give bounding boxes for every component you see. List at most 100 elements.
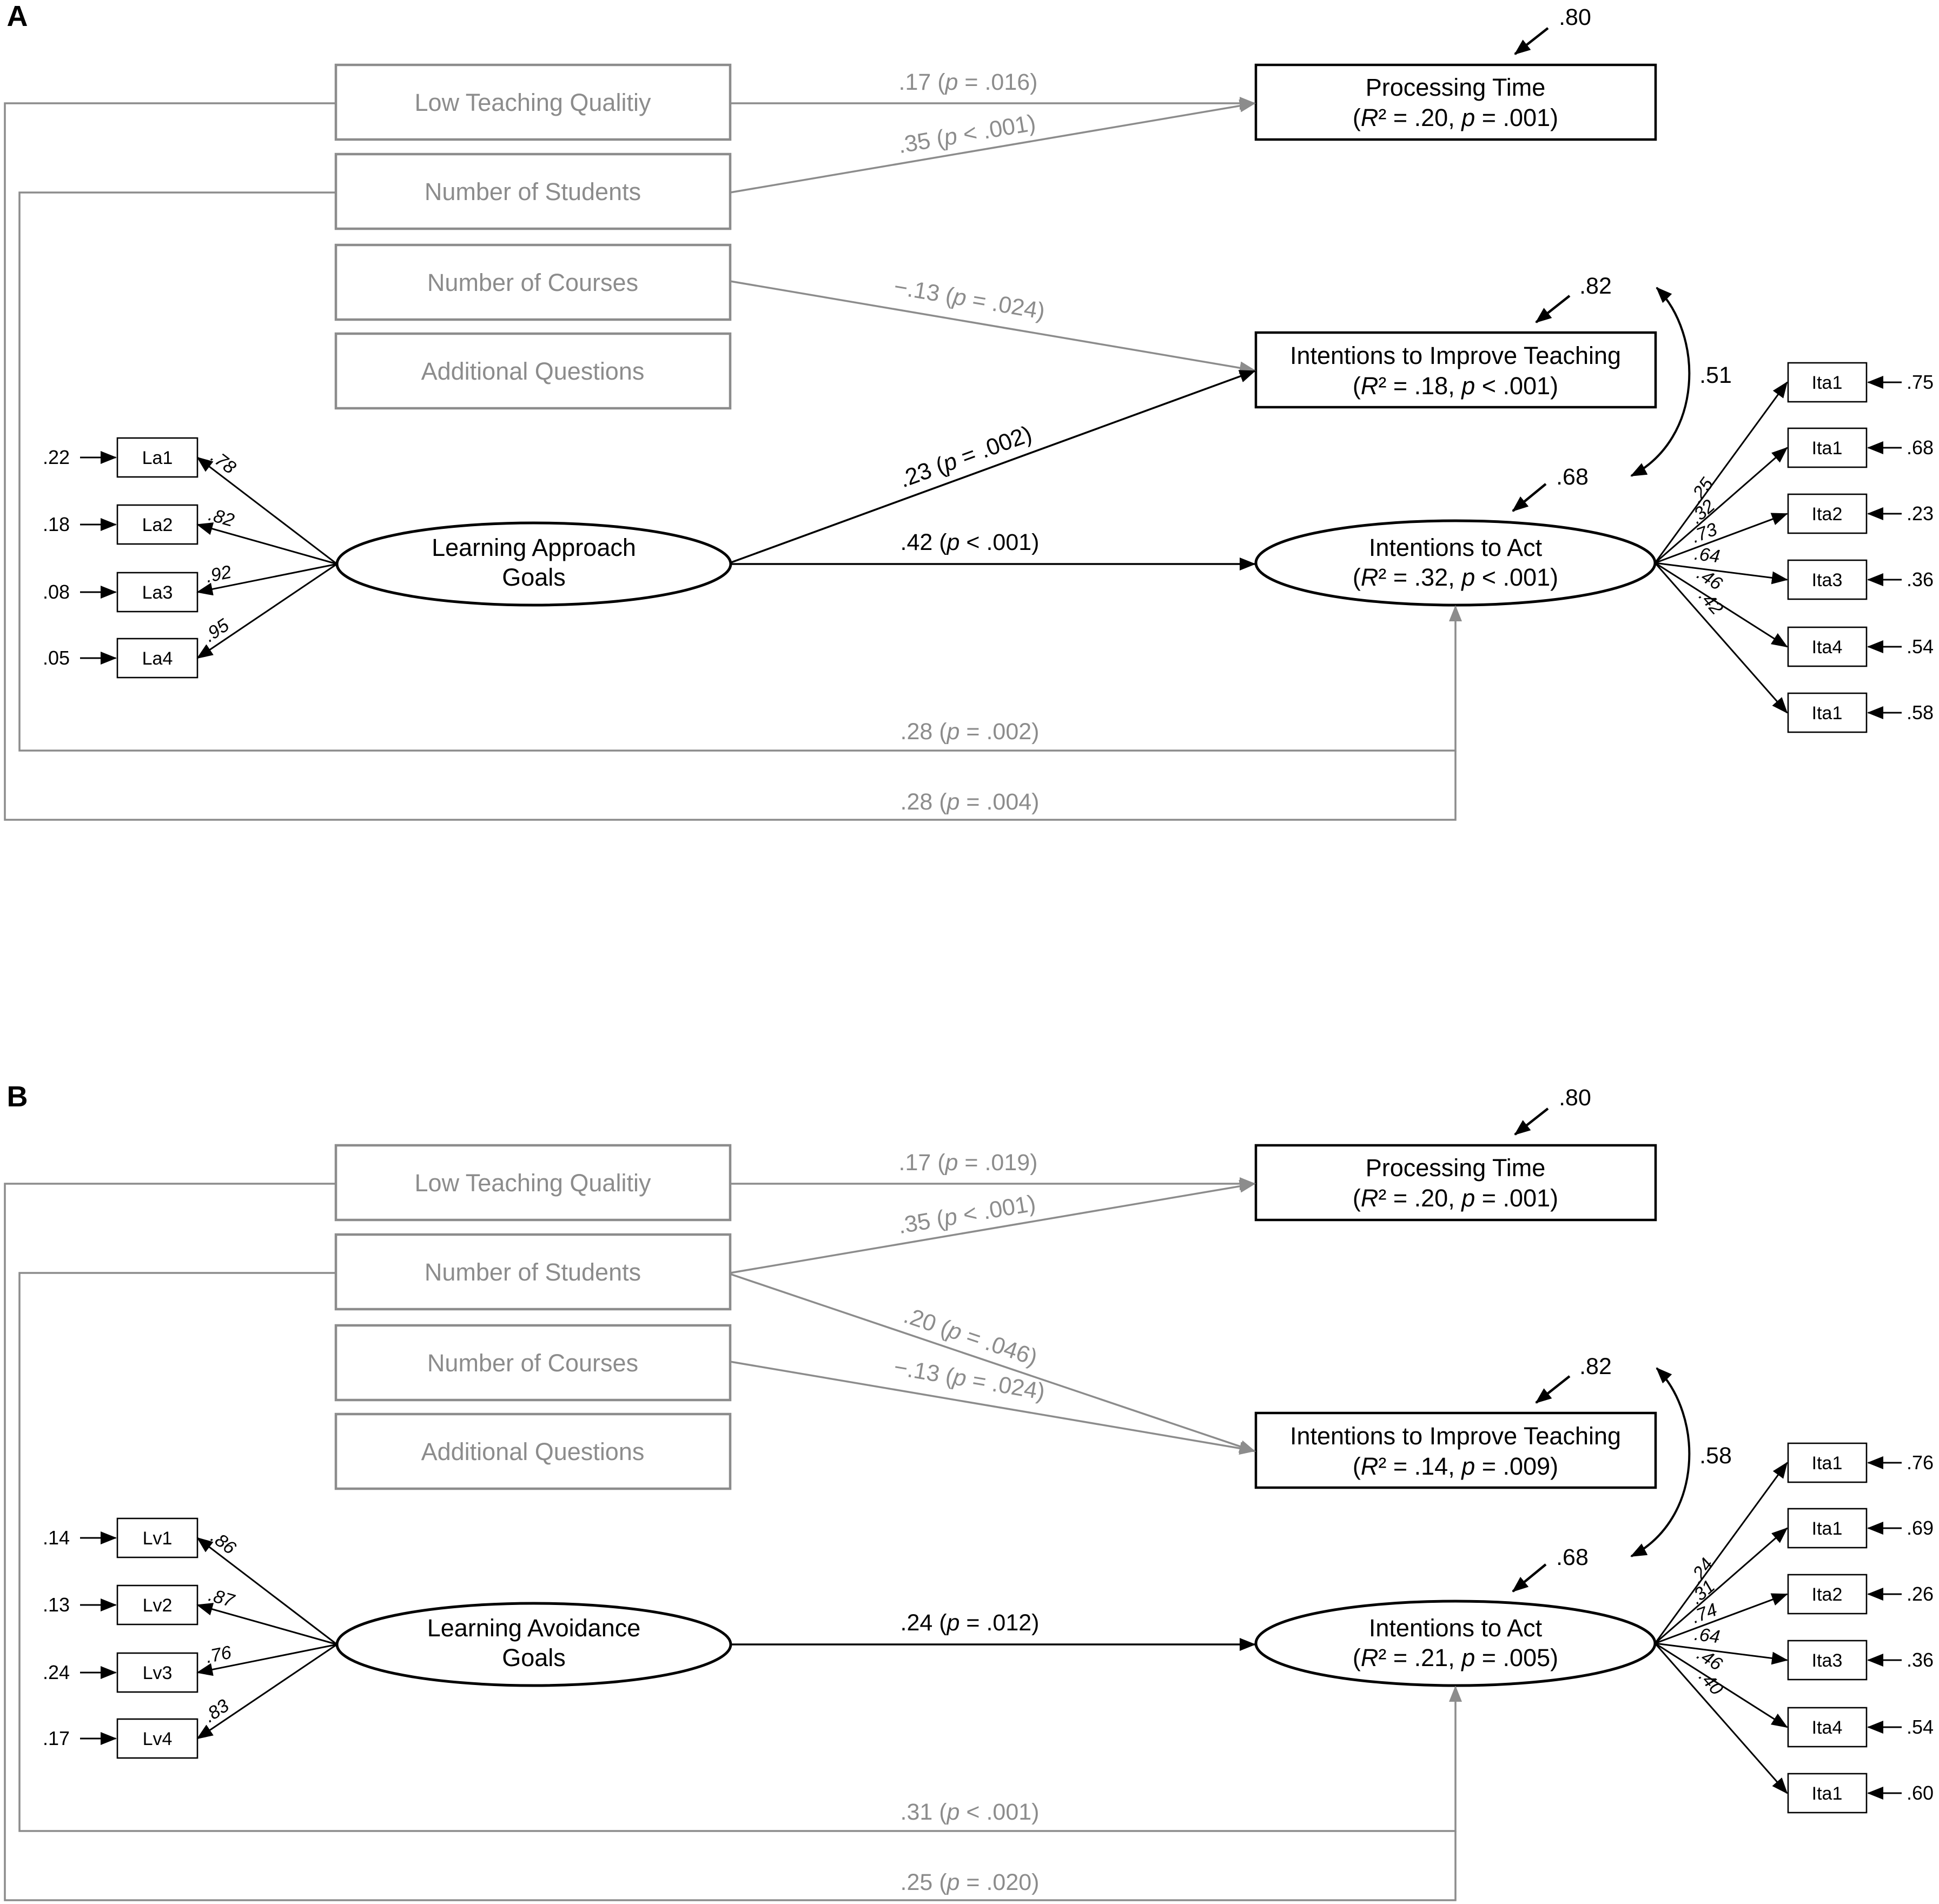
residual-arrow-processing-time — [1514, 27, 1549, 55]
indicator-ita1-box — [1787, 362, 1868, 403]
loading-arrow — [196, 522, 337, 565]
low-teaching-quality-label: Low Teaching Qualitiy — [415, 1169, 651, 1197]
latent-goals-label-1: Learning Avoidance — [427, 1614, 641, 1642]
indicator-label: Ita1 — [1812, 438, 1843, 459]
path-low-to-processing-time-label: .17 (p = .016) — [899, 69, 1038, 95]
low-teaching-quality-box — [334, 63, 732, 141]
loading-arrow — [196, 1643, 337, 1740]
latent-goals-label-2: Goals — [502, 1644, 566, 1671]
indicator-la4-box — [116, 638, 198, 679]
intentions-to-act-stats: (R² = .21, p = .005) — [1353, 1644, 1558, 1671]
path-low-to-act-label: .28 (p = .004) — [901, 789, 1040, 815]
indicator-label: Ita1 — [1812, 1518, 1843, 1539]
indicator-label: Ita1 — [1812, 1783, 1843, 1804]
indicator-label: La1 — [142, 448, 173, 468]
path-latent-to-improve-teaching-label: .23 (p = .002) — [896, 421, 1035, 493]
error-value: .76 — [1907, 1451, 1934, 1474]
residual-improve-teaching: .82 — [1579, 273, 1612, 299]
indicator-ita1-box — [1787, 692, 1868, 733]
path-latent-to-act-label: .24 (p = .012) — [901, 1610, 1040, 1636]
indicator-lv1-box — [116, 1517, 198, 1558]
additional-questions-box — [334, 332, 732, 410]
indicator-lv4-box — [116, 1718, 198, 1759]
loading-arrow — [196, 456, 337, 565]
path-students-to-processing-time — [730, 1179, 1256, 1274]
low-teaching-quality-label: Low Teaching Qualitiy — [415, 89, 651, 116]
improve-teaching-stats: (R² = .14, p = .009) — [1353, 1452, 1558, 1480]
error-value: .36 — [1907, 568, 1934, 591]
residual-processing-time: .80 — [1559, 4, 1591, 30]
indicator-label: Lv4 — [143, 1729, 173, 1749]
error-value: .26 — [1907, 1583, 1934, 1605]
loading-value: .86 — [207, 1527, 240, 1558]
improve-teaching-box — [1254, 1411, 1657, 1489]
indicator-la3-box — [116, 572, 198, 613]
indicator-ita3-box — [1787, 559, 1868, 600]
loading-arrow — [1655, 447, 1788, 564]
number-of-students-label: Number of Students — [425, 178, 641, 205]
indicator-ita3-box — [1787, 1640, 1868, 1681]
improve-teaching-label: Intentions to Improve Teaching — [1290, 1422, 1621, 1450]
path-students-to-act-label: .31 (p < .001) — [901, 1799, 1040, 1825]
path-low-to-act — [4, 102, 1457, 821]
path-latent-to-improve-teaching — [731, 370, 1256, 563]
indicator-label: Ita1 — [1812, 1453, 1843, 1474]
loading-arrow — [1655, 562, 1788, 585]
error-value: .75 — [1907, 371, 1934, 393]
path-students-to-improve-teaching — [730, 1273, 1256, 1453]
indicator-label: La4 — [142, 648, 173, 669]
indicator-label: Ita3 — [1812, 570, 1843, 591]
indicator-ita1-box — [1787, 1442, 1868, 1483]
path-students-to-processing-time-label: .35 (p < .001) — [896, 1190, 1037, 1239]
error-value: .08 — [43, 581, 70, 603]
path-low-to-processing-time-label: .17 (p = .019) — [899, 1150, 1038, 1176]
processing-time-box — [1254, 1144, 1657, 1222]
loading-arrow — [196, 1643, 337, 1676]
indicator-ita1-box — [1787, 1773, 1868, 1814]
indicator-ita1-box — [1787, 427, 1868, 468]
indicator-ita4-box — [1787, 1707, 1868, 1748]
intentions-to-act-label: Intentions to Act — [1369, 534, 1543, 561]
loading-arrow — [1655, 1593, 1788, 1644]
additional-questions-label: Additional Questions — [421, 357, 645, 385]
intentions-to-act-stats: (R² = .32, p < .001) — [1353, 563, 1558, 591]
indicator-label: Ita3 — [1812, 1650, 1843, 1671]
improve-teaching-label: Intentions to Improve Teaching — [1290, 342, 1621, 369]
loading-value: .78 — [207, 446, 240, 478]
path-low-to-act-label: .25 (p = .020) — [901, 1869, 1040, 1895]
indicator-lv3-box — [116, 1652, 198, 1693]
indicator-ita2-box — [1787, 1574, 1868, 1615]
error-value: .54 — [1907, 635, 1934, 658]
loading-value: .76 — [204, 1642, 233, 1668]
additional-questions-label: Additional Questions — [421, 1438, 645, 1465]
loading-arrow — [1655, 1642, 1788, 1728]
error-value: .23 — [1907, 502, 1934, 525]
number-of-courses-label: Number of Courses — [427, 1349, 638, 1377]
loading-arrow — [1654, 1643, 1788, 1794]
error-value: .54 — [1907, 1716, 1934, 1738]
loading-value: .73 — [1689, 519, 1720, 547]
loading-value: .92 — [204, 562, 233, 587]
error-value: .24 — [43, 1661, 70, 1683]
panel-letter: A — [7, 0, 28, 32]
indicator-label: Ita4 — [1812, 637, 1843, 658]
number-of-courses-label: Number of Courses — [427, 269, 638, 296]
latent-goals-label-1: Learning Approach — [432, 534, 636, 561]
indicator-label: Lv3 — [143, 1663, 173, 1683]
path-courses-to-improve-teaching — [730, 280, 1256, 375]
correlation-value: .51 — [1699, 362, 1732, 388]
indicator-label: Ita4 — [1812, 1717, 1843, 1738]
loading-arrow — [196, 563, 337, 659]
path-students-to-act — [18, 1272, 1462, 1832]
path-students-to-processing-time — [730, 99, 1256, 194]
indicator-label: Ita2 — [1812, 1584, 1843, 1605]
path-students-to-act-label: .28 (p = .002) — [901, 719, 1040, 745]
residual-arrow-improve-teaching — [1535, 295, 1571, 323]
number-of-students-box — [334, 152, 732, 230]
indicator-la1-box — [116, 437, 198, 478]
loading-arrow — [1655, 1527, 1788, 1644]
indicator-ita1-box — [1787, 1508, 1868, 1549]
error-value: .58 — [1907, 701, 1934, 724]
indicator-label: Ita2 — [1812, 504, 1843, 525]
